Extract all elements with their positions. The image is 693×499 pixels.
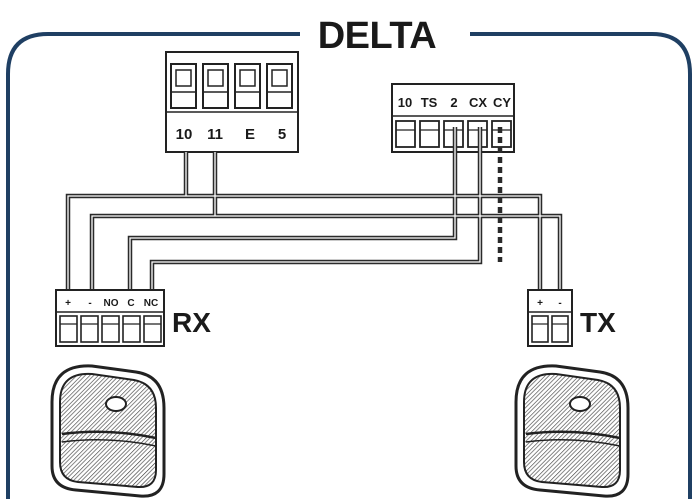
- terminal-label: 11: [207, 126, 223, 143]
- screw-slot: [467, 120, 488, 148]
- terminal-label: NC: [144, 298, 158, 309]
- terminal-label: C: [127, 298, 134, 309]
- terminal-label: TS: [421, 95, 438, 110]
- terminal-label: +: [537, 298, 543, 309]
- screw-slot: [234, 63, 261, 109]
- screw-slot: [551, 315, 569, 343]
- screw-slot: [419, 120, 440, 148]
- screw-slot: [395, 120, 416, 148]
- diagram-title: DELTA: [318, 15, 437, 57]
- terminal-label: +: [65, 298, 71, 309]
- tx-label: TX: [580, 307, 616, 338]
- screw-slot: [80, 315, 99, 343]
- terminal-label: 10: [176, 126, 193, 143]
- terminal-label: E: [245, 126, 255, 143]
- rx-terminal-block: + - NO C NC: [55, 289, 165, 347]
- wire-power-positive: [65, 152, 543, 294]
- screw-slot: [202, 63, 229, 109]
- diagram-frame: [6, 32, 692, 499]
- wire-inner-lines: [67, 127, 561, 294]
- screw-slot: [143, 315, 162, 343]
- wire-power-negative: [89, 152, 563, 294]
- tx-terminal-block: + -: [527, 289, 573, 347]
- screw-slot: [266, 63, 293, 109]
- terminal-label: 5: [278, 126, 286, 143]
- terminal-label: -: [558, 298, 561, 309]
- screw-slot: [170, 63, 197, 109]
- tx-photocell: [514, 364, 630, 498]
- terminal-label: NO: [104, 298, 119, 309]
- terminal-label: 10: [398, 95, 412, 110]
- terminal-label: 2: [450, 95, 457, 110]
- terminal-label: -: [88, 298, 91, 309]
- rx-label: RX: [172, 307, 211, 338]
- terminal-block-main: 10 11 E 5: [165, 51, 299, 153]
- terminal-label: CY: [493, 95, 511, 110]
- rx-photocell: [50, 364, 166, 498]
- screw-slot: [59, 315, 78, 343]
- screw-slot: [531, 315, 549, 343]
- screw-slot: [122, 315, 141, 343]
- terminal-label: CX: [469, 95, 487, 110]
- screw-slot: [101, 315, 120, 343]
